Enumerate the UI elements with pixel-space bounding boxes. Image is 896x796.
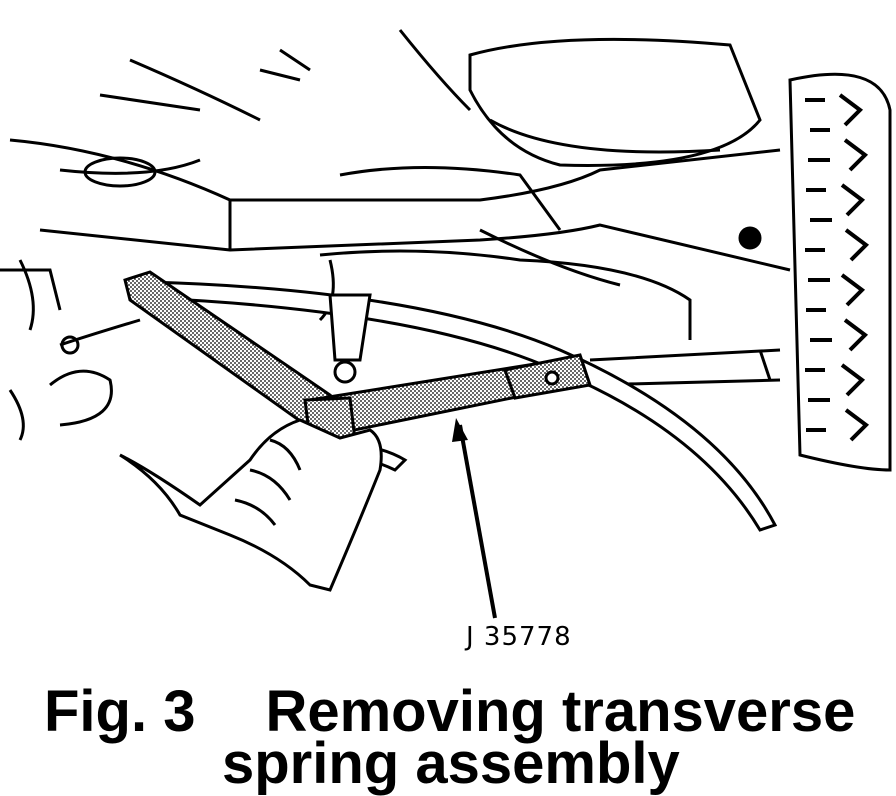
caption-title-line1: Removing transverse (265, 679, 856, 744)
left-linkage (0, 259, 141, 441)
hand (119, 418, 383, 592)
spring-compressor-tool (123, 270, 592, 442)
tool-number-label: J 35778 (466, 622, 572, 652)
caption-title-line2: spring assembly (222, 731, 680, 796)
caption-number: Fig. 3 (44, 679, 196, 744)
tire (788, 72, 892, 472)
spring-clamp (328, 293, 372, 384)
transverse-spring (148, 280, 778, 532)
suspension-components (318, 228, 781, 387)
crossmember (9, 29, 791, 272)
oil-pan (468, 37, 762, 167)
leader-arrow (452, 418, 497, 619)
technical-illustration (0, 29, 892, 619)
